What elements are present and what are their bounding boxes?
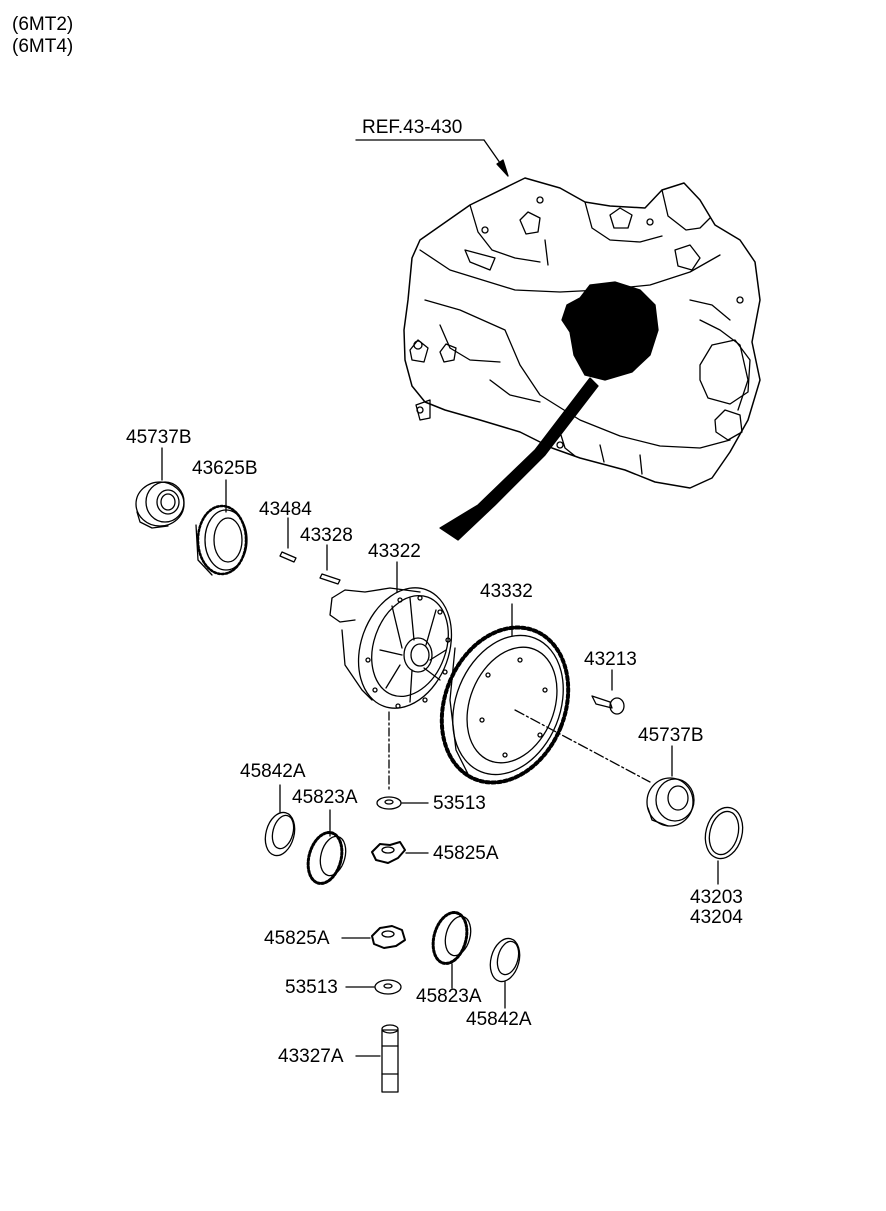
part-number-45825a-top[interactable]: 45825A [433, 843, 499, 864]
pin-43484[interactable] [279, 517, 297, 563]
side-gear-45823a-bottom[interactable] [428, 909, 475, 989]
model-label-6mt2: (6MT2) [12, 14, 74, 35]
ring-gear-43332[interactable] [419, 603, 651, 802]
differential-case-43322[interactable] [329, 561, 468, 791]
part-number-43213[interactable]: 43213 [584, 649, 637, 670]
tone-ring-43625b[interactable] [195, 479, 248, 576]
part-number-45825a-bottom[interactable]: 45825A [264, 928, 330, 949]
part-number-53513-bottom[interactable]: 53513 [285, 977, 338, 998]
part-number-43484[interactable]: 43484 [259, 499, 312, 520]
transaxle-case-drawing[interactable] [403, 177, 761, 541]
part-number-43327a[interactable]: 43327A [278, 1046, 344, 1067]
part-number-43322[interactable]: 43322 [368, 541, 421, 562]
part-number-45842a-top[interactable]: 45842A [240, 761, 306, 782]
reference-leader [355, 139, 509, 177]
pinion-gear-45825a-bottom[interactable] [341, 925, 406, 949]
pin-43328[interactable] [319, 544, 341, 585]
bolt-43213[interactable] [591, 669, 625, 715]
part-number-43625b[interactable]: 43625B [192, 458, 258, 479]
reference-label: REF.43-430 [362, 117, 463, 138]
part-number-45737b-right[interactable]: 45737B [638, 725, 704, 746]
part-number-43204[interactable]: 43204 [690, 907, 743, 928]
bearing-45737b-left[interactable] [135, 447, 185, 529]
model-label-6mt4: (6MT4) [12, 36, 74, 57]
part-number-45842a-bottom[interactable]: 45842A [466, 1009, 532, 1030]
part-number-45823a-top[interactable]: 45823A [292, 787, 358, 808]
part-number-43203[interactable]: 43203 [690, 887, 743, 908]
pinion-gear-45825a-top[interactable] [371, 841, 429, 864]
washer-53513-bottom[interactable] [345, 979, 402, 995]
part-number-43332[interactable]: 43332 [480, 581, 533, 602]
pinion-shaft-43327a[interactable] [355, 1024, 399, 1093]
part-number-43328[interactable]: 43328 [300, 525, 353, 546]
thrust-washer-45842a-bottom[interactable] [486, 935, 524, 1009]
part-number-53513-top[interactable]: 53513 [433, 793, 486, 814]
part-number-45737b-left[interactable]: 45737B [126, 427, 192, 448]
shim-43203-43204[interactable] [700, 803, 748, 885]
washer-53513-top[interactable] [376, 796, 429, 810]
thrust-washer-45842a-top[interactable] [261, 784, 299, 859]
part-number-45823a-bottom[interactable]: 45823A [416, 986, 482, 1007]
side-gear-45823a-top[interactable] [303, 809, 350, 887]
bearing-45737b-right[interactable] [646, 745, 695, 827]
